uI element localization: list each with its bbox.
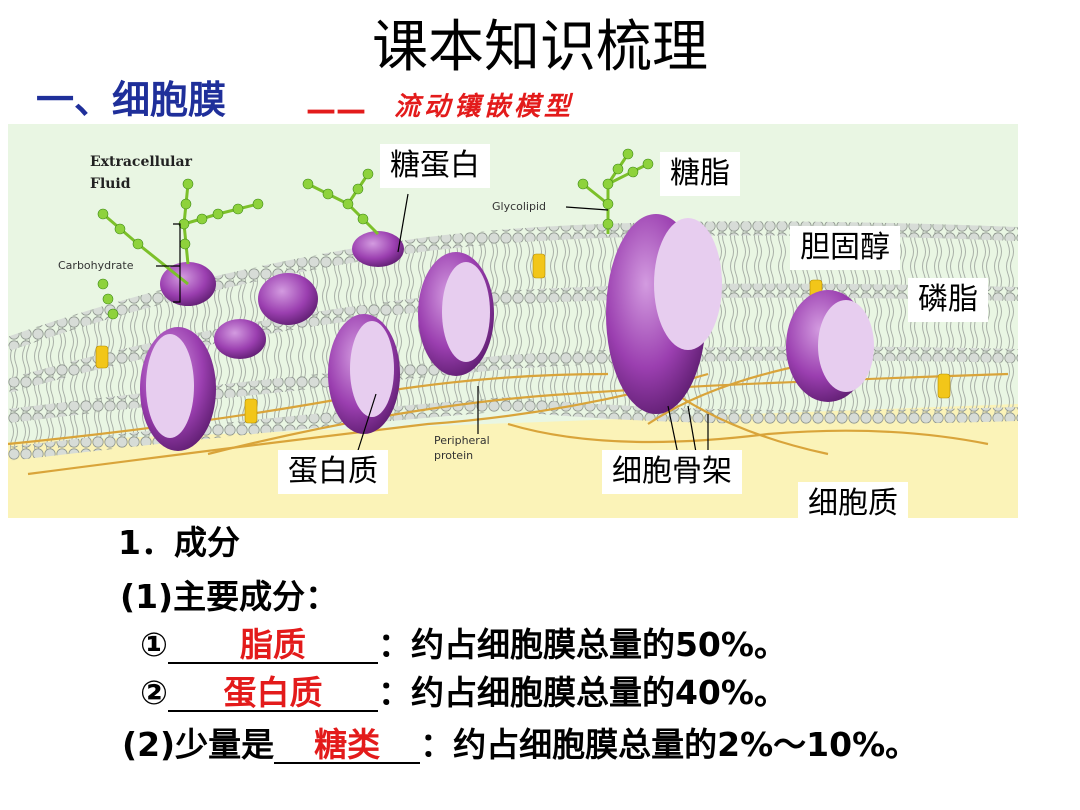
item-carbohydrate-suffix: ：约占细胞膜总量的2%～10%。	[420, 725, 919, 764]
lipid-answer-blank: 脂质	[167, 622, 378, 664]
item-protein: ② 蛋白质 ：约占细胞膜总量的40%。	[140, 670, 787, 716]
phospholipid-label: 磷脂	[908, 278, 988, 322]
cytoplasm-label: 细胞质	[798, 482, 908, 518]
protein-answer-blank: 蛋白质	[167, 670, 378, 712]
glycolipid-label: 糖脂	[660, 152, 740, 196]
fluid-mosaic-illustration	[8, 124, 1018, 518]
item-lipid-marker: ①	[140, 625, 168, 664]
item-protein-marker: ②	[140, 673, 168, 712]
subheading-text: 流动镶嵌模型	[394, 92, 575, 122]
item-lipid: ① 脂质 ：约占细胞膜总量的50%。	[140, 622, 787, 668]
cytoskeleton-label: 细胞骨架	[602, 450, 742, 494]
glycoprotein-label: 糖蛋白	[380, 144, 490, 188]
section-heading: 一、细胞膜	[36, 78, 227, 122]
item-carbohydrate: (2)少量是糖类 ：约占细胞膜总量的2%～10%。	[122, 722, 918, 768]
peripheral-label-line2: protein	[434, 449, 474, 462]
carbohydrate-label: Carbohydrate	[58, 259, 134, 272]
lipid-answer: 脂质	[239, 625, 306, 664]
item-protein-suffix: ：约占细胞膜总量的40%。	[377, 673, 787, 712]
subheading-box: —— 流动镶嵌模型	[300, 86, 800, 128]
main-components-label: (1)主要成分：	[120, 577, 339, 616]
protein-answer: 蛋白质	[223, 673, 323, 712]
carbohydrate-answer: 糖类	[314, 725, 381, 764]
extracellular-label-line1: Extracellular	[90, 154, 192, 170]
components-heading: 1．成分	[118, 523, 240, 562]
item-lipid-suffix: ：约占细胞膜总量的50%。	[377, 625, 787, 664]
peripheral-label-line1: Peripheral	[434, 434, 490, 447]
subheading-dash: ——	[306, 93, 366, 128]
protein-label: 蛋白质	[278, 450, 388, 494]
item-carbohydrate-prefix: (2)少量是	[122, 725, 275, 764]
page-title: 课本知识梳理	[372, 15, 708, 80]
cholesterol-label: 胆固醇	[790, 226, 900, 270]
extracellular-label-line2: Fluid	[90, 176, 131, 192]
carbohydrate-answer-blank: 糖类	[274, 722, 421, 764]
cell-membrane-diagram: Extracellular Fluid Carbohydrate Glycoli…	[8, 124, 1018, 518]
glycolipid-small-label: Glycolipid	[492, 200, 547, 213]
